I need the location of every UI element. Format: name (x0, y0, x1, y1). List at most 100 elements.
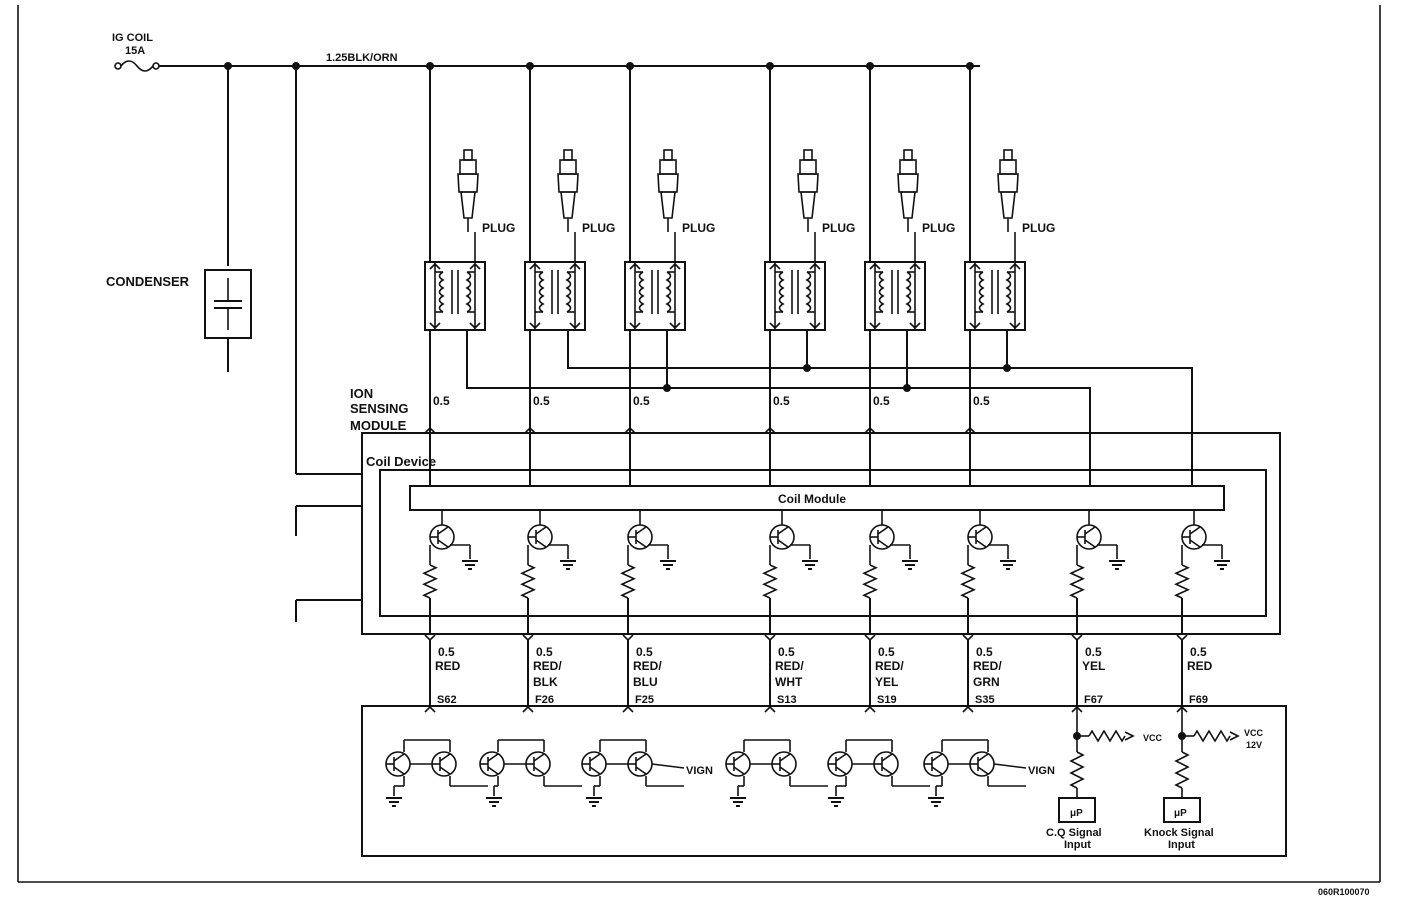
v12-label: 12V (1246, 740, 1262, 750)
cq-input-circuit (1058, 706, 1135, 823)
connector-chevron (864, 705, 876, 713)
connector-chevron (1009, 322, 1021, 330)
resistor (1069, 751, 1085, 789)
knock-signal-label: Knock Signal (1144, 827, 1214, 839)
ecu-pin-label: S19 (877, 694, 897, 706)
transistor (725, 751, 751, 777)
ground-symbol (462, 560, 478, 570)
lower-wire-gauge: 0.5 (1085, 645, 1102, 659)
ground-symbol (1109, 560, 1125, 570)
ecu-driver-pair (827, 739, 930, 807)
transistor (479, 751, 505, 777)
ground-symbol (586, 797, 602, 807)
upper-wire-gauge: 0.5 (973, 394, 990, 408)
connector-chevron (522, 705, 534, 713)
connector-chevron (469, 322, 481, 330)
resistor (960, 564, 976, 599)
plug-label: PLUG (582, 221, 615, 235)
bus-junction (866, 62, 874, 70)
condenser-label: CONDENSER (106, 274, 190, 289)
ecu-driver-pair (385, 739, 488, 807)
lower-wire-color: YEL (1082, 659, 1105, 673)
ground-symbol (902, 560, 918, 570)
transistor (923, 751, 949, 777)
transistor (431, 751, 457, 777)
coil-module-label: Coil Module (778, 492, 846, 506)
connector-chevron (429, 322, 441, 330)
ecu-driver-pair: VIGN (923, 739, 1055, 807)
resistor (1174, 751, 1190, 789)
transistor (385, 751, 411, 777)
upper-wire-gauge: 0.5 (873, 394, 890, 408)
lower-wire-color-2: BLU (633, 675, 658, 689)
connector-chevron (1176, 634, 1188, 642)
connector-chevron (622, 705, 634, 713)
junction-dot (224, 62, 232, 70)
ecu-driver-pair: VIGN (581, 739, 713, 807)
bus-junction (766, 62, 774, 70)
connector-chevron (864, 426, 876, 434)
vign-label-2: VIGN (1028, 765, 1055, 777)
ecu-driver-pair (479, 739, 582, 807)
lower-wire-gauge: 0.5 (438, 645, 455, 659)
transistor (827, 751, 853, 777)
ignition-coil (424, 261, 486, 331)
transistor (627, 751, 653, 777)
ecu-pin-label: F25 (635, 694, 654, 706)
connector-chevron (424, 634, 436, 642)
lower-wire-color-2: BLK (533, 675, 558, 689)
ignition-coil (964, 261, 1026, 331)
resistor (422, 564, 438, 599)
vcc-label-2: VCC (1244, 728, 1264, 738)
spark-plug-icon (457, 149, 479, 232)
connector-chevron (909, 262, 921, 270)
connector-chevron (964, 426, 976, 434)
fuse-rating-label: 15A (125, 45, 145, 57)
figure-code: 060R100070 (1318, 887, 1370, 897)
ecu-pin-label: F67 (1084, 694, 1103, 706)
ion-label-3: MODULE (350, 418, 407, 433)
spark-plug-icon (797, 149, 819, 232)
ground-symbol (828, 797, 844, 807)
ecu-pin-label: F69 (1189, 694, 1208, 706)
resistor (620, 564, 636, 599)
ecu-pin-label: S35 (975, 694, 995, 706)
ground-symbol (802, 560, 818, 570)
lower-wire-color: RED/ (775, 659, 804, 673)
plug-label: PLUG (482, 221, 515, 235)
ignition-coil (524, 261, 586, 331)
resistor (1174, 564, 1190, 599)
connector-chevron (869, 322, 881, 330)
spark-plug-icon (657, 149, 679, 232)
ground-symbol (560, 560, 576, 570)
ion-label-1: ION (350, 386, 373, 401)
lower-wire-gauge: 0.5 (1190, 645, 1207, 659)
connector-chevron (962, 705, 974, 713)
ground-symbol (660, 560, 676, 570)
knock-input-label: Input (1168, 839, 1195, 851)
ig-coil-fuse (114, 60, 160, 72)
spark-plug-icon (557, 149, 579, 232)
lower-wire-color: RED/ (973, 659, 1002, 673)
knock-input-circuit (1163, 706, 1240, 823)
resistor (520, 564, 536, 599)
lower-wire-gauge: 0.5 (778, 645, 795, 659)
resistor (1069, 564, 1085, 599)
ecu-pin-label: F26 (535, 694, 554, 706)
ground-symbol (730, 797, 746, 807)
return-wire-a (466, 330, 1091, 433)
lower-wire-gauge: 0.5 (976, 645, 993, 659)
spark-plug-icon (997, 149, 1019, 232)
connector-chevron (524, 426, 536, 434)
ground-symbol (386, 797, 402, 807)
ignition-coil (864, 261, 926, 331)
